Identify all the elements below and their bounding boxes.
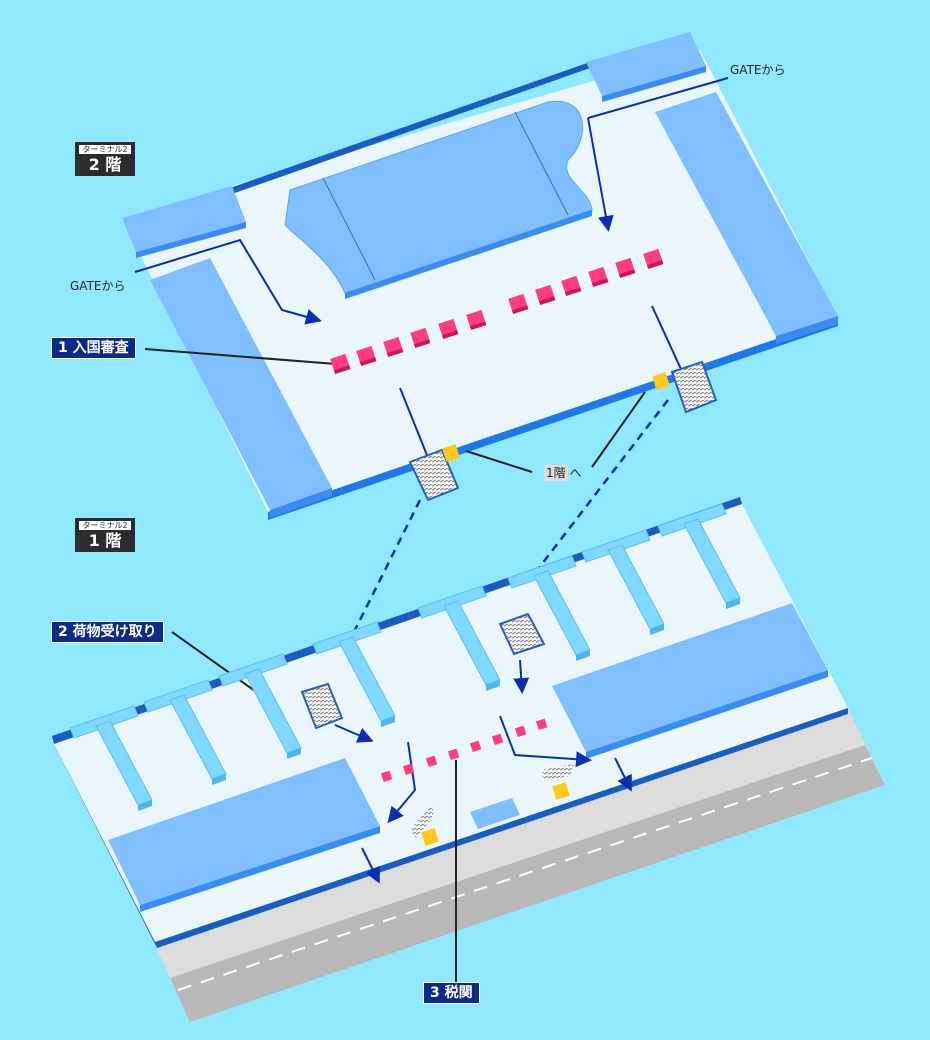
customs-counter (469, 740, 482, 752)
baggage-carousel (69, 705, 153, 811)
customs-label: 3 税関 (423, 982, 480, 1004)
immigration-counter-side (646, 260, 664, 270)
gate-from-note-left: GATEから (70, 279, 126, 293)
immigration-counter-side (441, 330, 459, 340)
baggage-carousel (417, 585, 501, 691)
baggage-carousel (312, 621, 396, 727)
customs-counter (447, 748, 460, 760)
customs-counter (380, 770, 393, 782)
baggage-carousels (69, 503, 741, 811)
baggage-carousel (581, 529, 665, 635)
baggage-carousel (657, 503, 741, 609)
floor-1 (52, 497, 885, 1022)
customs-counter (402, 763, 415, 775)
customs-counter (491, 733, 504, 745)
immigration-counter-side (538, 296, 556, 306)
floor-badge-1: ターミナル2 1 階 (75, 518, 135, 552)
to-first-floor-note: 1階へ (544, 465, 582, 481)
immigration-counters (330, 248, 664, 375)
immigration-counter-side (386, 348, 404, 358)
floor-badge-2: ターミナル2 2 階 (75, 142, 135, 176)
immigration-counter-side (618, 269, 636, 279)
baggage-carousel (218, 653, 302, 759)
immigration-counter-side (333, 365, 351, 375)
immigration-label: 1 入国審査 (51, 337, 136, 359)
floor-2 (122, 32, 838, 520)
baggage-carousel (143, 679, 227, 785)
customs-counters (380, 718, 548, 782)
gate-from-note-right: GATEから (730, 63, 786, 77)
immigration-counter-side (591, 278, 609, 288)
customs-counter (535, 718, 548, 730)
baggage-carousel (507, 555, 591, 661)
baggage-claim-label: 2 荷物受け取り (51, 621, 164, 643)
immigration-counter-side (359, 357, 377, 367)
immigration-counter-side (413, 339, 431, 349)
customs-counter (425, 755, 438, 767)
immigration-counter-side (511, 305, 529, 315)
immigration-counter-side (469, 321, 487, 331)
immigration-counter-side (564, 287, 582, 297)
customs-counter (514, 725, 527, 737)
